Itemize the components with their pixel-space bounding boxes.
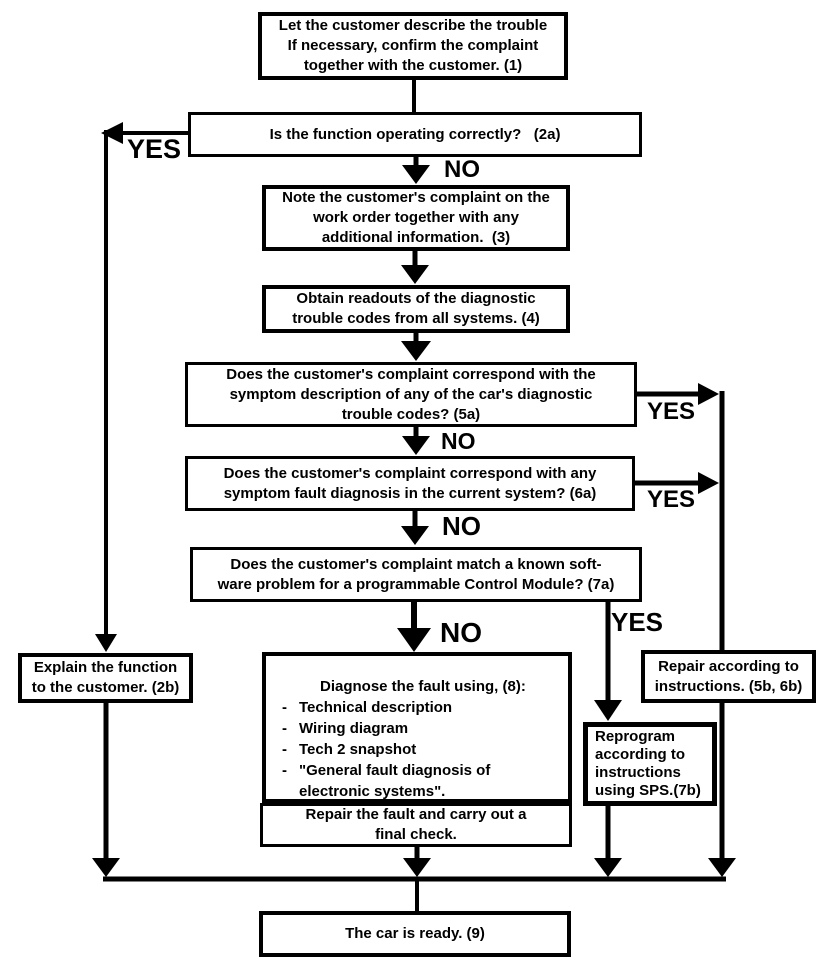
bullet-text: "General fault diagnosis of — [299, 762, 491, 779]
node-text-line: Let the customer describe the trouble — [278, 17, 548, 34]
node-text-line: Does the customer's complaint match a kn… — [230, 555, 602, 573]
node-text-line: Reprogram — [595, 728, 676, 745]
node-text-line: If necessary, confirm the complaint — [287, 37, 539, 54]
arrowhead-down-into-8-icon — [397, 628, 431, 652]
arrowhead-right-yes-5a-icon — [698, 383, 719, 405]
node-text-line: ware problem for a programmable Control … — [217, 575, 615, 593]
edge-label-yes-6a: YES — [647, 486, 696, 513]
node-text-line: Does the customer's complaint correspond… — [223, 464, 597, 482]
edge-label-yes-2a: YES — [127, 134, 182, 164]
edge-label-no-6a: NO — [442, 511, 481, 541]
node-text-line: to the customer. (2b) — [31, 679, 180, 696]
node-7b-reprogram-sps: Reprogram according to instructions usin… — [583, 722, 717, 806]
bullet-dash-icon: - — [282, 699, 287, 716]
arrowhead-down-into-5a-icon — [401, 341, 431, 361]
bullet-text: Tech 2 snapshot — [299, 741, 417, 758]
arrowhead-down-2b-rail-icon — [92, 858, 120, 877]
node-8-title: Diagnose the fault using, (8): — [320, 678, 526, 695]
node-7a-known-software-problem: Does the customer's complaint match a kn… — [190, 547, 642, 602]
node-8-bullet: -"General fault diagnosis of — [282, 760, 562, 781]
node-8-bullet: -Technical description — [282, 697, 562, 718]
arrowhead-down-7b-rail-icon — [594, 858, 622, 877]
node-text-line: Obtain readouts of the diagnostic — [296, 290, 536, 307]
node-text-line: instructions — [595, 764, 681, 781]
node-repair-fault-final-check: Repair the fault and carry out a final c… — [260, 803, 572, 847]
node-text-line: final check. — [375, 826, 457, 843]
edge-label-yes-7a: YES — [611, 607, 664, 637]
node-2b-explain-function: Explain the function to the customer. (2… — [18, 653, 193, 703]
node-text-line: Explain the function — [33, 659, 178, 676]
node-8-bullet: -Tech 2 snapshot — [282, 739, 562, 760]
edge-label-no-5a: NO — [441, 428, 476, 454]
node-text-line: Note the customer's complaint on the — [282, 189, 550, 206]
bullet-text: Technical description — [299, 699, 453, 716]
node-text-line: symptom description of any of the car's … — [229, 385, 593, 403]
node-text-line: The car is ready. (9) — [345, 925, 485, 942]
arrowhead-left-yes-2a-icon — [101, 122, 123, 144]
node-text-line: together with the customer. (1) — [303, 57, 523, 74]
node-5a-complaint-vs-dtc: Does the customer's complaint correspond… — [185, 362, 637, 427]
node-text-line: trouble codes? (5a) — [341, 405, 481, 423]
node-text-line: Does the customer's complaint correspond… — [226, 365, 596, 383]
edge-label-no-7a: NO — [440, 617, 482, 648]
node-text-line: according to — [595, 746, 686, 763]
arrowhead-down-8b-rail-icon — [403, 858, 431, 877]
node-text-line: work order together with any — [313, 209, 519, 226]
node-text-line: Repair the fault and carry out a — [305, 806, 527, 823]
arrowhead-down-5b6b-rail-icon — [708, 858, 736, 877]
node-text-line: instructions. (5b, 6b) — [654, 677, 803, 695]
node-text-line: symptom fault diagnosis in the current s… — [223, 484, 597, 502]
edge-label-no-2a: NO — [444, 156, 480, 183]
node-6a-complaint-vs-symptom-diagnosis: Does the customer's complaint correspond… — [185, 456, 635, 511]
arrowhead-down-into-3-icon — [402, 165, 430, 184]
node-text-line: Is the function operating correctly? (2a… — [269, 125, 561, 143]
arrowhead-right-yes-6a-icon — [698, 472, 719, 494]
node-3-note-complaint: Note the customer's complaint on the wor… — [262, 185, 570, 251]
node-8-diagnose-fault: Diagnose the fault using, (8): -Technica… — [262, 652, 572, 803]
bullet-dash-icon: - — [282, 762, 287, 779]
bullet-dash-icon: - — [282, 741, 287, 758]
node-text-line: Repair according to — [658, 657, 799, 675]
arrowhead-down-into-4-icon — [401, 265, 429, 284]
edge-label-yes-5a: YES — [647, 398, 696, 425]
node-text-line: additional information. (3) — [321, 229, 511, 246]
node-4-obtain-readouts: Obtain readouts of the diagnostic troubl… — [262, 285, 570, 333]
arrowhead-down-into-2b-icon — [95, 634, 117, 652]
node-text-line: using SPS.(7b) — [595, 782, 701, 799]
arrowhead-down-into-7b-icon — [594, 700, 622, 721]
node-1-describe-trouble: Let the customer describe the trouble If… — [258, 12, 568, 80]
node-8-bullet-continuation: electronic systems". — [299, 783, 446, 800]
arrowhead-down-into-6a-icon — [402, 436, 430, 455]
node-text-line: trouble codes from all systems. (4) — [292, 310, 540, 327]
bullet-text: Wiring diagram — [299, 720, 409, 737]
bullet-dash-icon: - — [282, 720, 287, 737]
node-9-car-ready: The car is ready. (9) — [259, 911, 571, 957]
node-2a-function-operating-check: Is the function operating correctly? (2a… — [188, 112, 642, 157]
arrowhead-down-into-7a-icon — [401, 526, 429, 545]
node-5b-6b-repair-per-instructions: Repair according to instructions. (5b, 6… — [641, 650, 816, 703]
node-8-bullet: -Wiring diagram — [282, 718, 562, 739]
